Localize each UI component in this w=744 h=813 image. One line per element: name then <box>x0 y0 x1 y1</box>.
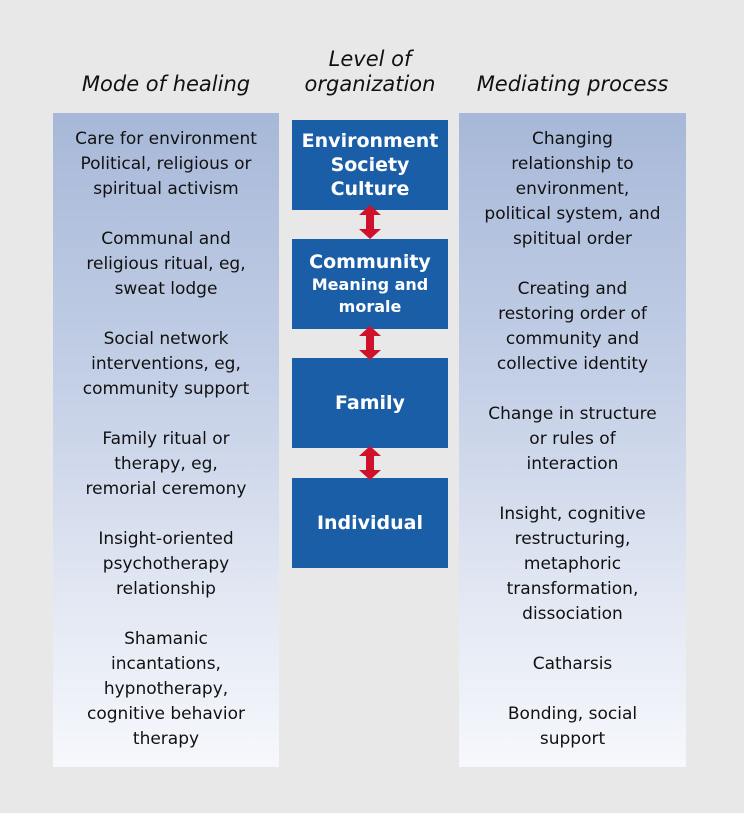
header-level-of-organization: Level of organization <box>292 47 448 97</box>
process-item-bonding: Bonding, social support <box>507 704 638 749</box>
header-mode-of-healing: Mode of healing <box>81 72 251 96</box>
level-title: Community <box>309 251 431 273</box>
level-title: Family <box>335 392 405 414</box>
process-item-change-structure: Change in structure or rules of interact… <box>488 404 657 474</box>
double-arrow-icon <box>359 326 381 360</box>
healing-item-shamanic: Shamanic incantations, hypnotherapy, cog… <box>87 629 245 749</box>
process-item-catharsis: Catharsis <box>532 654 613 674</box>
healing-item-insight: Insight-oriented psychotherapy relations… <box>98 529 234 599</box>
mode-of-healing-panel: Care for environment Political, religiou… <box>53 113 279 767</box>
healing-item-social: Social network interventions, eg, commun… <box>82 329 250 399</box>
level-title: Environment Society Culture <box>301 130 439 200</box>
level-box-family: Family <box>292 358 448 448</box>
level-box-community: Community Meaning and morale <box>292 239 448 329</box>
header-mediating-process: Mediating process <box>476 72 669 96</box>
level-title: Individual <box>316 512 424 534</box>
level-box-individual: Individual <box>292 478 448 568</box>
double-arrow-icon <box>359 205 381 239</box>
healing-item-family: Family ritual or therapy, eg, remorial c… <box>85 429 247 499</box>
mediating-process-panel: Changing relationship to environment, po… <box>459 113 686 767</box>
process-item-creating-order: Creating and restoring order of communit… <box>496 279 649 374</box>
header-level-line2: organization <box>304 72 436 96</box>
healing-item-communal: Communal and religious ritual, eg, sweat… <box>86 229 246 299</box>
header-level-line1: Level of <box>328 47 412 71</box>
level-box-environment: Environment Society Culture <box>292 120 448 210</box>
process-item-insight: Insight, cognitive restructuring, metaph… <box>499 504 646 624</box>
level-subtitle: Meaning and morale <box>311 275 429 316</box>
double-arrow-icon <box>359 446 381 480</box>
healing-item-environment: Care for environment Political, religiou… <box>75 129 257 199</box>
process-item-changing-relationship: Changing relationship to environment, po… <box>484 129 661 249</box>
